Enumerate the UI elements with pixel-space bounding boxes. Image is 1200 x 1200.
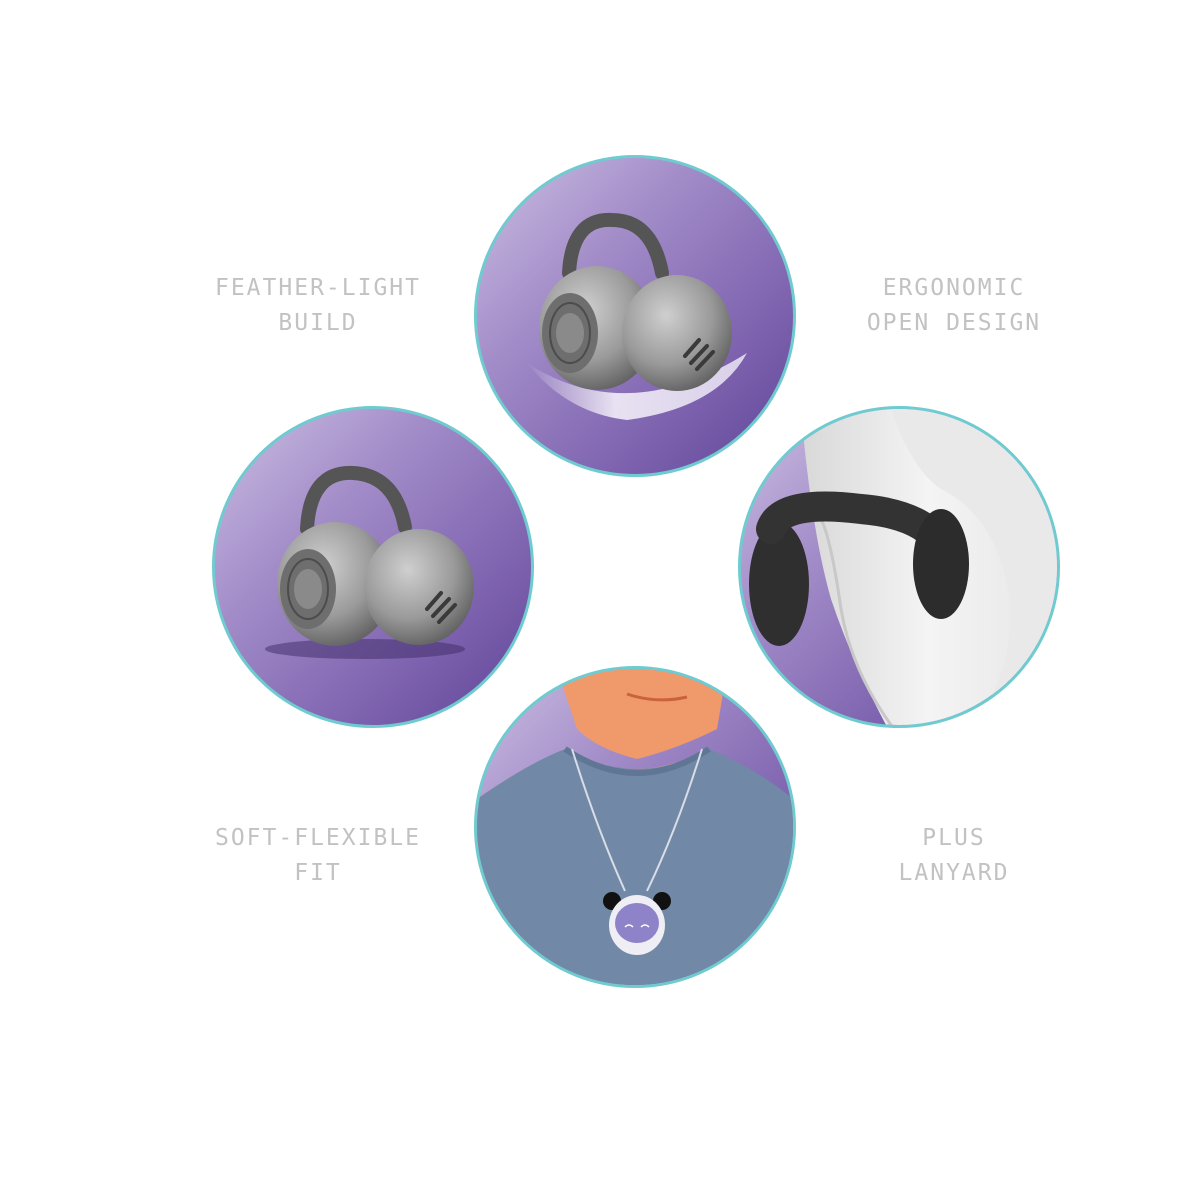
ear-with-earbud-icon — [749, 409, 1057, 725]
feature-label-line1: ERGONOMIC — [882, 275, 1026, 301]
feature-label-line1: SOFT-FLEXIBLE — [214, 825, 421, 851]
feature-label-lanyard: PLUS LANYARD — [804, 821, 1104, 891]
feature-image-soft-flexible — [212, 406, 534, 728]
feature-label-line2: OPEN DESIGN — [866, 310, 1042, 336]
feature-image-ergonomic — [738, 406, 1060, 728]
feature-label-feather-light: FEATHER-LIGHT BUILD — [168, 271, 468, 341]
feature-label-ergonomic: ERGONOMIC OPEN DESIGN — [804, 271, 1104, 341]
feature-image-lanyard — [474, 666, 796, 988]
feature-label-line2: FIT — [294, 860, 342, 886]
earbuds-pair-icon — [265, 465, 474, 659]
feature-label-line1: PLUS — [922, 825, 986, 851]
feature-image-feather-light — [474, 155, 796, 477]
feature-label-line2: BUILD — [278, 310, 358, 336]
feature-label-line1: FEATHER-LIGHT — [214, 275, 421, 301]
earbuds-on-feather-icon — [527, 212, 747, 420]
feature-label-line2: LANYARD — [898, 860, 1010, 886]
child-with-lanyard-icon — [477, 669, 793, 985]
feature-label-soft-flexible: SOFT-FLEXIBLE FIT — [168, 821, 468, 891]
